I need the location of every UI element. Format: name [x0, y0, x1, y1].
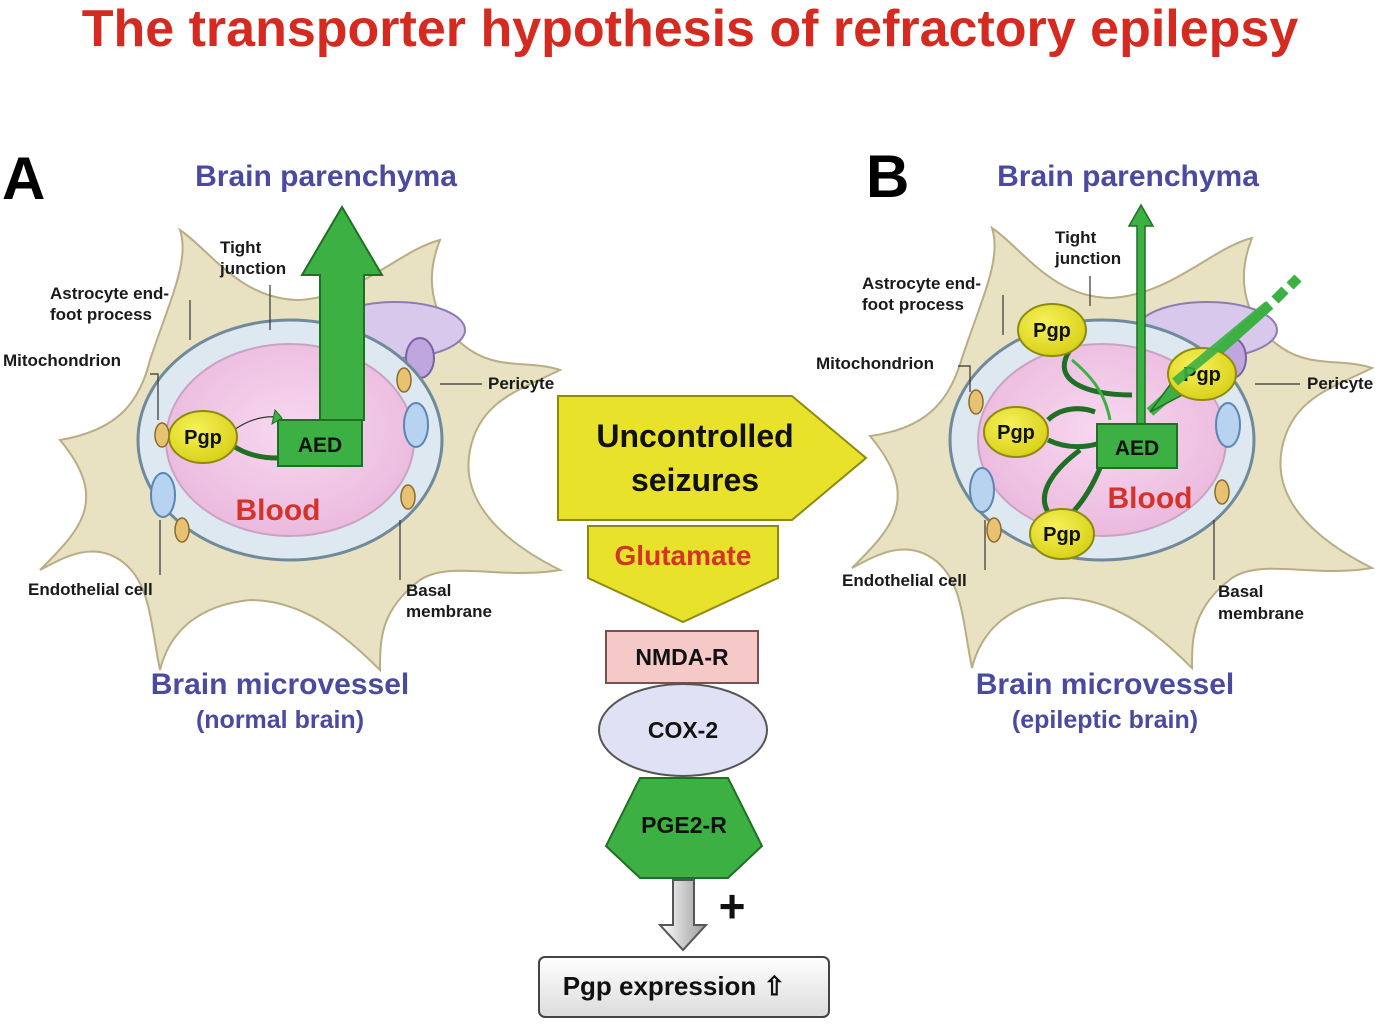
panel-b-mitochondrion-2	[986, 517, 1002, 543]
panel-b-blood-label: Blood	[1108, 482, 1193, 515]
panel-b-tight-junction-label-1: Tight	[1055, 228, 1097, 247]
panel-b-astrocyte-label-2: foot process	[862, 295, 964, 314]
plus-sign: +	[719, 880, 746, 932]
panel-b-pgp-arrow-2	[1046, 406, 1096, 422]
glutamate-arrow	[587, 525, 779, 624]
uncontrolled-seizures-arrow	[557, 395, 868, 521]
panel-a-parenchyma-heading: Brain parenchyma	[195, 160, 457, 193]
panel-a-microvessel-heading: Brain microvessel	[151, 668, 409, 701]
panel-b: B Brain parenchyma AED Pgp	[816, 143, 1376, 734]
panel-a-letter: A	[2, 145, 45, 212]
panel-b-basal-label-1: Basal	[1218, 582, 1263, 601]
panel-a-aed-label: AED	[298, 434, 342, 457]
panel-a-nucleus-1	[150, 472, 176, 518]
pgp-expression-label: Pgp expression ⇧	[563, 971, 786, 1001]
panel-a-aed-box	[277, 419, 363, 467]
panel-b-pgp-label-2: Pgp	[997, 422, 1035, 444]
panel-b-mitochondrion-leader	[958, 365, 971, 392]
panel-a-tight-junction-label-1: Tight	[220, 238, 262, 257]
panel-b-efflux-arrow	[1127, 203, 1155, 425]
panel-a-astrocyte-label-2: foot process	[50, 305, 152, 324]
panel-b-pericyte-label: Pericyte	[1307, 374, 1373, 393]
page-title: The transporter hypothesis of refractory…	[82, 0, 1299, 58]
nmda-label: NMDA-R	[635, 644, 729, 670]
glutamate-label: Glutamate	[615, 540, 752, 571]
panel-b-tight-junction-label-2: junction	[1054, 249, 1121, 268]
panel-a-basal-label-2: membrane	[406, 602, 492, 621]
panel-a-endothelial-label: Endothelial cell	[28, 580, 153, 599]
pge2-receptor-shape	[604, 777, 764, 879]
panel-b-astrocyte-label-1: Astrocyte end-	[862, 274, 981, 293]
panel-a-basal-label-1: Basal	[406, 581, 451, 600]
panel-b-parenchyma-heading: Brain parenchyma	[997, 160, 1259, 193]
seizures-label-2: seizures	[631, 462, 759, 498]
panel-a-pgp-label: Pgp	[184, 427, 222, 449]
panel-a-mitochondrion-2	[174, 517, 190, 543]
panel-a-mitochondrion-1	[154, 422, 170, 448]
panel-b-basal-label-2: membrane	[1218, 604, 1304, 623]
panel-b-nucleus-2	[1215, 402, 1241, 448]
panel-b-mitochondrion-3	[1214, 479, 1230, 505]
panel-b-microvessel-sub: (epileptic brain)	[1012, 706, 1198, 734]
panel-b-pgp-arrow-3	[1041, 448, 1082, 514]
panel-a-blood-label: Blood	[236, 494, 321, 527]
seizures-label-1: Uncontrolled	[596, 418, 793, 454]
panel-b-mitochondrion-label: Mitochondrion	[816, 354, 934, 373]
panel-b-microvessel-heading: Brain microvessel	[976, 668, 1234, 701]
panel-b-pgp-label-3: Pgp	[1043, 524, 1081, 546]
panel-a-pericyte-label: Pericyte	[488, 374, 554, 393]
center-pathway: Uncontrolled seizures Glutamate NMDA-R C…	[538, 395, 868, 1018]
panel-a-microvessel-sub: (normal brain)	[196, 706, 364, 734]
panel-b-pgp-transporter-1	[1017, 303, 1087, 357]
panel-a-tight-junction-label-2: junction	[219, 259, 286, 278]
pgp-expression-box	[538, 956, 830, 1018]
panel-b-pgp-arrow-1	[1061, 348, 1133, 398]
panel-a-mitochondrion-leader	[150, 373, 159, 420]
panel-b-aed-label: AED	[1115, 437, 1159, 460]
panel-b-diagonal-arrow-overlay	[1172, 301, 1271, 386]
panel-b-pgp-transporter-4	[1167, 347, 1237, 401]
panel-b-nucleus-1	[969, 467, 995, 513]
panel-b-mitochondrion-1	[968, 389, 984, 415]
panel-a-mitochondrion-4	[400, 484, 416, 510]
panel-b-endothelial-label: Endothelial cell	[842, 571, 967, 590]
down-arrow-icon	[657, 879, 709, 952]
panel-b-pgp-arrow-2b	[1046, 437, 1098, 450]
panel-b-pgp-transporter-3	[1029, 508, 1095, 560]
panel-b-pgp-transporter-2	[983, 406, 1049, 458]
pge2-label: PGE2-R	[641, 812, 727, 838]
nmda-receptor-box	[605, 630, 759, 684]
panel-b-pgp-label-1: Pgp	[1033, 320, 1071, 342]
cox2-ellipse	[598, 683, 768, 777]
panel-b-pgp-arrow-1b	[1071, 358, 1112, 421]
panel-a-efflux-arrow	[300, 205, 384, 421]
panel-a-astrocyte-label-1: Astrocyte end-	[50, 284, 169, 303]
panel-a-pgp-arrowhead	[271, 408, 283, 426]
panel-a: A Brain parenchyma AED Pgp Blood	[2, 145, 564, 734]
panel-a-mitochondrion-label: Mitochondrion	[3, 351, 121, 370]
panel-a-mitochondrion-3	[396, 367, 412, 393]
cox2-label: COX-2	[648, 717, 718, 743]
panel-b-diagonal-dashes	[1271, 274, 1302, 304]
panel-b-letter: B	[866, 143, 909, 210]
panel-a-nucleus-2	[403, 402, 429, 448]
panel-a-pgp-transporter	[168, 410, 238, 464]
